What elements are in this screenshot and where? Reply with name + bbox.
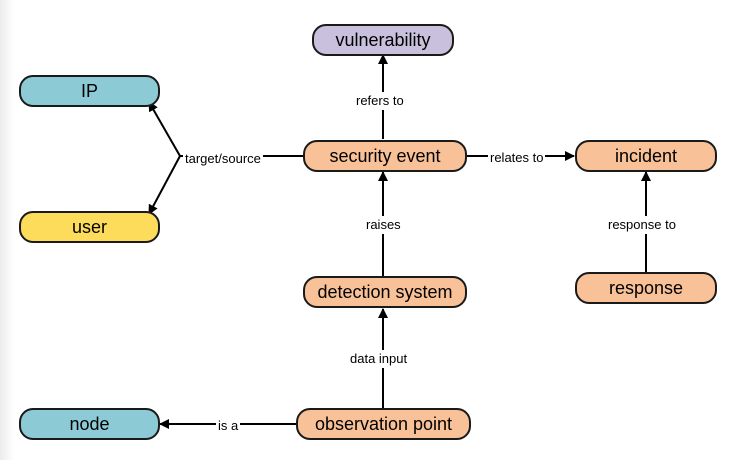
label-response-to: response to: [606, 216, 678, 234]
label-refers-to: refers to: [354, 92, 406, 110]
node-incident: incident: [575, 140, 717, 172]
label-raises: raises: [364, 216, 403, 234]
edge-target-source-user: [148, 155, 181, 215]
node-ip: IP: [19, 75, 160, 107]
node-vulnerability: vulnerability: [312, 24, 454, 56]
node-detection-system: detection system: [303, 276, 467, 308]
label-is-a: is a: [216, 417, 241, 435]
label-data-input: data input: [348, 350, 410, 368]
node-node: node: [19, 408, 160, 440]
node-response: response: [575, 272, 717, 304]
edge-target-source-ip: [148, 101, 181, 157]
node-user: user: [19, 211, 160, 243]
label-relates-to: relates to: [488, 149, 546, 167]
node-observation-point: observation point: [296, 408, 471, 440]
label-target-source: target/source: [183, 150, 263, 168]
node-security-event: security event: [303, 140, 467, 172]
